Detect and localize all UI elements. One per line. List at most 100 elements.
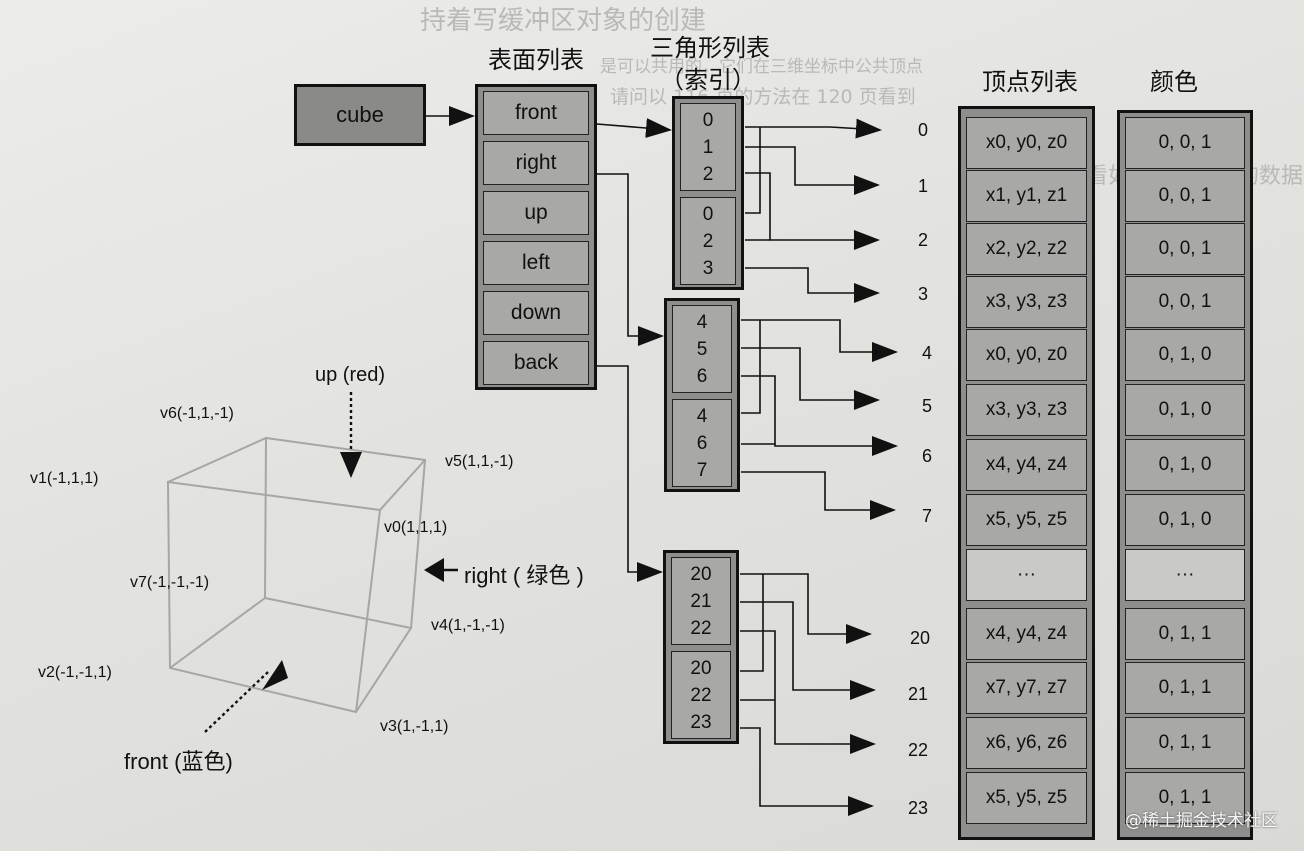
cube-box: cube: [294, 84, 426, 146]
wire-20: [740, 573, 872, 644]
color-ellipsis: ···: [1125, 549, 1245, 601]
vertex-row: x0, y0, z0: [966, 329, 1087, 381]
vertex-label-v4: v4(1,-1,-1): [431, 617, 505, 634]
vertex-row: x6, y6, z6: [966, 717, 1087, 769]
wire-4b: [741, 320, 761, 414]
background-text-top: 持着写缓冲区对象的创建: [420, 6, 707, 36]
color-row: 0, 1, 1: [1125, 662, 1245, 714]
triangle-index: 2: [702, 164, 714, 185]
wire-1: [745, 146, 880, 195]
vertex-label-v1: v1(-1,1,1): [30, 470, 99, 487]
triangle-5: 20 21 22: [671, 557, 731, 645]
triangle-index: 6: [696, 366, 708, 387]
vertex-index-0: 0: [917, 120, 928, 140]
wire-22: [740, 630, 876, 754]
face-0: front: [483, 91, 589, 135]
vertex-index-3: 3: [917, 284, 928, 304]
wire-20b: [740, 574, 764, 672]
color-row: 0, 1, 1: [1125, 717, 1245, 769]
vertex-index-21: 21: [907, 684, 928, 704]
vertex-index-2: 2: [917, 230, 928, 250]
vertex-row: x2, y2, z2: [966, 223, 1087, 275]
triangle-index: 21: [690, 591, 712, 612]
vertex-row: x5, y5, z5: [966, 494, 1087, 546]
faces-heading: 表面列表: [488, 46, 584, 74]
vertex-row: x3, y3, z3: [966, 276, 1087, 328]
color-row: 0, 1, 1: [1125, 608, 1245, 660]
colors-heading: 颜色: [1150, 68, 1198, 96]
vertex-label-v2: v2(-1,-1,1): [38, 664, 112, 681]
face-4: down: [483, 291, 589, 335]
vertex-label-v3: v3(1,-1,1): [380, 718, 449, 735]
arrow-back-to-triangles: [597, 365, 663, 582]
vertex-row: x5, y5, z5: [966, 772, 1087, 824]
triangle-index: 20: [690, 658, 712, 679]
vertex-index-7: 7: [921, 506, 932, 526]
triangle-1: 0 1 2: [680, 103, 736, 191]
triangle-index: 6: [696, 433, 708, 454]
cube-label: cube: [336, 102, 384, 127]
triangle-index: 1: [702, 137, 714, 158]
color-row: 0, 1, 0: [1125, 494, 1245, 546]
color-row: 0, 1, 0: [1125, 439, 1245, 491]
wire-4: [741, 319, 898, 362]
vertex-index-6: 6: [921, 446, 932, 466]
vertex-index-22: 22: [907, 740, 928, 760]
vertex-row: x7, y7, z7: [966, 662, 1087, 714]
vertex-row: x0, y0, z0: [966, 117, 1087, 169]
color-row: 0, 0, 1: [1125, 223, 1245, 275]
triangles-subheading: （索引）: [660, 66, 756, 94]
wire-7: [741, 471, 896, 520]
wire-0: [745, 118, 882, 139]
face-3: left: [483, 241, 589, 285]
wire-21: [740, 601, 876, 700]
triangle-index: 22: [690, 618, 712, 639]
color-row: 0, 1, 1: [1125, 772, 1245, 824]
triangle-index: 23: [690, 712, 712, 733]
wire-6: [741, 375, 898, 456]
vertex-index-1: 1: [917, 176, 928, 196]
background-text-line: 是可以共用的，它们在三维坐标中公共顶点: [600, 57, 923, 77]
up-label: up (red): [315, 364, 386, 386]
triangle-index: 20: [690, 564, 712, 585]
face-5: back: [483, 341, 589, 385]
vertex-index-4: 4: [921, 343, 932, 363]
arrow-right-to-triangles: [597, 173, 664, 346]
color-row: 0, 0, 1: [1125, 117, 1245, 169]
vertex-label-v5: v5(1,1,-1): [445, 453, 514, 470]
color-row: 0, 1, 0: [1125, 329, 1245, 381]
wire-3: [745, 267, 880, 303]
triangle-index: 0: [702, 110, 714, 131]
triangle-index: 0: [702, 204, 714, 225]
vertex-ellipsis: ···: [966, 549, 1087, 601]
vertex-row: x4, y4, z4: [966, 608, 1087, 660]
vertex-index-5: 5: [921, 396, 932, 416]
front-arrow: [204, 671, 269, 733]
color-row: 0, 0, 1: [1125, 276, 1245, 328]
color-row: 0, 1, 0: [1125, 384, 1245, 436]
wire-23: [740, 727, 874, 816]
vertex-row: x3, y3, z3: [966, 384, 1087, 436]
front-label: front (蓝色): [124, 749, 233, 774]
right-label: right ( 绿色 ): [464, 563, 584, 588]
vertex-label-v6: v6(-1,1,-1): [160, 405, 234, 422]
face-1: right: [483, 141, 589, 185]
wireframe-cube: [166, 436, 427, 714]
color-row: 0, 0, 1: [1125, 170, 1245, 222]
vertex-label-v0: v0(1,1,1): [384, 519, 448, 536]
triangle-index: 4: [696, 312, 708, 333]
arrow-front-to-triangles: [596, 118, 672, 139]
watermark: @稀土掘金技术社区: [1125, 811, 1278, 831]
vertex-label-v7: v7(-1,-1,-1): [130, 574, 210, 591]
